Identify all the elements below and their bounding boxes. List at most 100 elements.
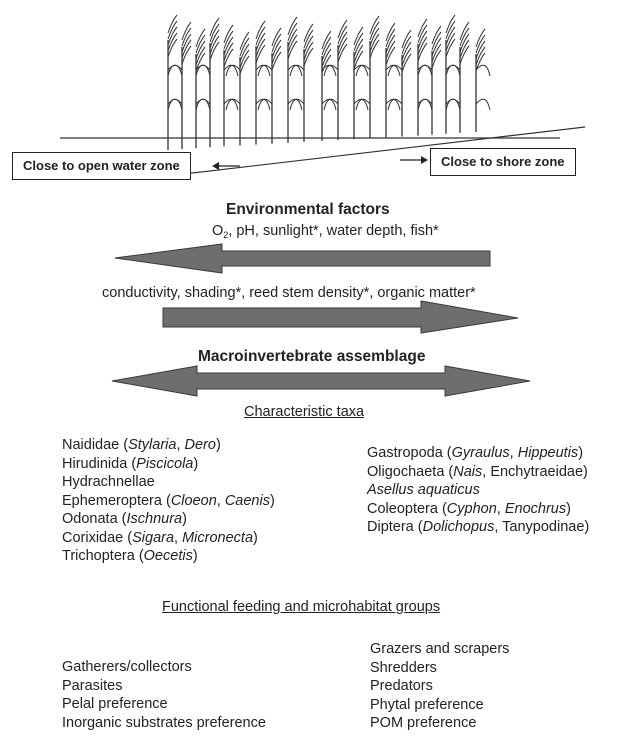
reed-plume [303, 41, 314, 61]
reed-plume [445, 32, 456, 52]
reed-plume [287, 28, 298, 48]
reed-plume [181, 27, 192, 47]
reed-plume [195, 28, 206, 48]
reed-plume [239, 31, 250, 51]
reed-plume [417, 18, 428, 38]
reed-leaf [289, 64, 305, 77]
reed-leaf [257, 64, 273, 77]
reed-leaf [225, 64, 241, 77]
reed-plume [431, 31, 442, 51]
reed-plume [167, 26, 178, 46]
reed-leaf [445, 64, 461, 77]
macroinvertebrate-assemblage-title: Macroinvertebrate assemblage [198, 348, 426, 365]
reed-plume [337, 19, 348, 39]
functional-groups-title: Functional feeding and microhabitat grou… [162, 599, 441, 615]
taxon-left-2: Hydrachnellae [62, 474, 155, 490]
reed-plume [239, 43, 250, 63]
reed-plume [337, 43, 348, 63]
reed-plume [271, 45, 282, 65]
reed-plume [369, 15, 380, 35]
right-factor-arrow [162, 300, 519, 334]
reed-plume [385, 40, 396, 60]
reed-plume [445, 38, 456, 58]
reed-plume [401, 35, 412, 55]
reed-plume [303, 47, 314, 67]
reed-plume [223, 24, 234, 44]
reed-plume [459, 21, 470, 41]
reed-plume [195, 34, 206, 54]
reed-plume [369, 39, 380, 59]
reed-plume [431, 25, 442, 45]
taxon-left-4: Odonata (Ischnura) [62, 511, 187, 527]
reed-leaf [445, 98, 461, 111]
reed-plume [337, 31, 348, 51]
reed-plume [369, 27, 380, 47]
reed-plume [475, 34, 486, 54]
environmental-factors-title: Environmental factors [226, 201, 390, 218]
reed-leaf [323, 98, 339, 111]
reed-plume [287, 40, 298, 60]
reed-leaf [475, 64, 491, 77]
reed-plume [321, 42, 332, 62]
taxon-right-4: Diptera (Dolichopus, Tanypodinae) [367, 519, 590, 535]
reed-plume [223, 48, 234, 68]
reed-plume [445, 14, 456, 34]
reed-leaf [195, 98, 211, 111]
functional-group-right-3: Phytal preference [370, 696, 484, 713]
reed-leaf [417, 98, 433, 111]
double-headed-arrow [111, 365, 531, 397]
reed-plume [431, 49, 442, 69]
reed-plume [475, 40, 486, 60]
reed-plume [401, 29, 412, 49]
reed-plume [287, 22, 298, 42]
reed-plume [167, 14, 178, 34]
left-arrow-icon [212, 162, 240, 170]
reed-plume [337, 37, 348, 57]
functional-group-right-2: Predators [370, 678, 433, 694]
reed-plume [353, 26, 364, 46]
reed-plume [255, 20, 266, 40]
reed-plume [401, 47, 412, 67]
reed-plume [255, 32, 266, 52]
reed-plume [271, 27, 282, 47]
functional-group-right-1: Shredders [370, 659, 437, 676]
shore-slope-line [149, 126, 586, 179]
reed-plume [445, 26, 456, 46]
reed-plume [321, 54, 332, 74]
factors-row-2: conductivity, shading*, reed stem densit… [102, 285, 476, 301]
reed-leaf [225, 98, 241, 111]
reed-plume [303, 23, 314, 43]
reed-plume [195, 40, 206, 60]
reed-plume [255, 26, 266, 46]
characteristic-taxa-title: Characteristic taxa [244, 404, 365, 420]
reed-plume [353, 50, 364, 70]
reed-plume [401, 53, 412, 73]
reed-plume [209, 23, 220, 43]
reed-plume [181, 33, 192, 53]
reed-plume [271, 39, 282, 59]
open-water-zone-label: Close to open water zone [12, 152, 191, 180]
reed-plume [459, 33, 470, 53]
reed-plume [459, 45, 470, 65]
reed-leaf [417, 64, 433, 77]
reed-plume [181, 21, 192, 41]
reed-plume [223, 42, 234, 62]
reed-leaf [289, 98, 305, 111]
reed-plume [239, 37, 250, 57]
taxon-left-3: Ephemeroptera (Cloeon, Caenis) [62, 492, 275, 509]
reed-plume [167, 38, 178, 58]
reed-leaf [387, 98, 403, 111]
reed-leaf [167, 98, 183, 111]
reed-plume [209, 41, 220, 61]
reed-stems [167, 14, 491, 150]
factors-row-1: O2, pH, sunlight*, water depth, fish* [212, 223, 439, 240]
reed-plume [287, 34, 298, 54]
reed-plume [181, 45, 192, 65]
reed-plume [385, 28, 396, 48]
reed-plume [321, 30, 332, 50]
reed-plume [417, 30, 428, 50]
reed-leaf [355, 98, 371, 111]
taxon-right-2: Asellus aquaticus [367, 482, 480, 498]
